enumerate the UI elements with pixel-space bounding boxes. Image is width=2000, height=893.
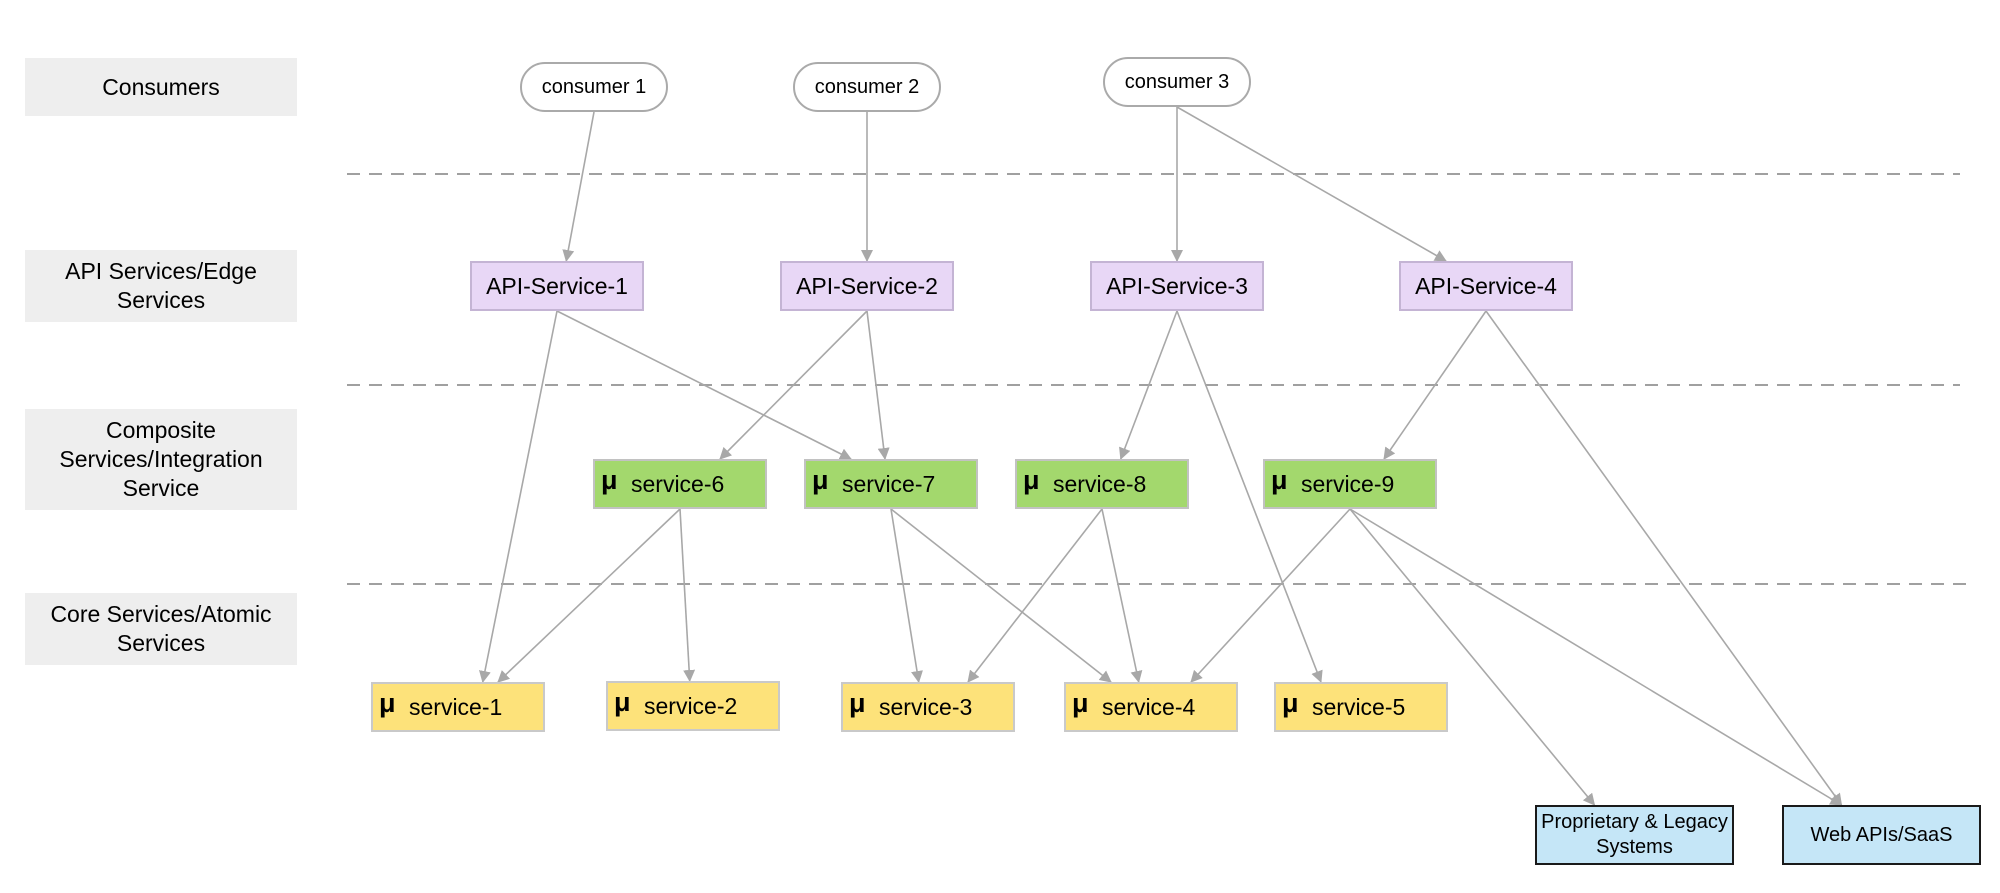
layer-label-text: API Services/Edge Services xyxy=(65,258,257,313)
service-label: service-2 xyxy=(644,693,738,719)
layer-label-consumers: Consumers xyxy=(25,58,297,116)
api-service-label: API-Service-4 xyxy=(1415,272,1557,299)
connector-arrow-a1-to-s1 xyxy=(479,310,558,683)
service-label: service-5 xyxy=(1312,694,1406,720)
connector-arrow-s6-to-s1 xyxy=(497,508,681,683)
api-service-3-node[interactable]: API-Service-3 xyxy=(1090,261,1264,311)
connector-arrow-s8-to-s3 xyxy=(967,508,1103,683)
layer-label-text: Core Services/Atomic Services xyxy=(50,601,272,656)
api-service-2-node[interactable]: API-Service-2 xyxy=(780,261,954,311)
connector-arrow-s9-to-s4 xyxy=(1190,508,1351,683)
api-service-label: API-Service-2 xyxy=(796,272,938,299)
layer-label-core-services: Core Services/Atomic Services xyxy=(25,593,297,665)
connector-arrow-s9-to-legacy xyxy=(1349,508,1596,806)
connector-arrow-a2-to-s7 xyxy=(866,310,890,460)
service-2-node[interactable]: μ service-2 xyxy=(606,681,780,731)
service-8-node[interactable]: μ service-8 xyxy=(1015,459,1189,509)
layer-label-composite-services: Composite Services/Integration Service xyxy=(25,409,297,510)
service-4-node[interactable]: μ service-4 xyxy=(1064,682,1238,732)
consumer-label: consumer 2 xyxy=(814,75,920,98)
connector-lines xyxy=(479,106,1843,806)
api-service-label: API-Service-1 xyxy=(486,272,628,299)
service-5-node[interactable]: μ service-5 xyxy=(1274,682,1448,732)
connector-arrow-a4-to-s9 xyxy=(1383,310,1487,460)
consumer-2-node[interactable]: consumer 2 xyxy=(793,62,941,112)
service-label: service-4 xyxy=(1102,694,1196,720)
connector-arrow-a1-to-s7 xyxy=(556,310,852,460)
microservice-icon: μ xyxy=(1271,465,1288,495)
layer-label-api-services: API Services/Edge Services xyxy=(25,250,297,322)
service-1-node[interactable]: μ service-1 xyxy=(371,682,545,732)
api-service-4-node[interactable]: API-Service-4 xyxy=(1399,261,1573,311)
connector-arrow-c1-to-a1 xyxy=(562,111,595,262)
connector-arrow-s7-to-s3 xyxy=(890,508,923,683)
service-label: service-3 xyxy=(879,694,973,720)
connector-arrow-a2-to-s6 xyxy=(719,310,868,460)
connector-arrow-s6-to-s2 xyxy=(679,508,696,682)
connector-arrow-s9-to-saas xyxy=(1349,508,1843,806)
microservice-icon: μ xyxy=(1282,688,1299,718)
microservice-icon: μ xyxy=(812,465,829,495)
microservice-icon: μ xyxy=(614,687,631,717)
api-service-1-node[interactable]: API-Service-1 xyxy=(470,261,644,311)
microservice-icon: μ xyxy=(1072,688,1089,718)
web-apis-saas-node[interactable]: Web APIs/SaaS xyxy=(1782,805,1981,865)
service-label: service-9 xyxy=(1301,471,1395,497)
service-label: service-8 xyxy=(1053,471,1147,497)
service-label: service-6 xyxy=(631,471,725,497)
service-label: service-1 xyxy=(409,694,503,720)
connector-arrow-a4-to-saas xyxy=(1485,310,1843,806)
microservice-icon: μ xyxy=(379,688,396,718)
consumer-label: consumer 3 xyxy=(1124,70,1230,93)
consumer-1-node[interactable]: consumer 1 xyxy=(520,62,668,112)
api-service-label: API-Service-3 xyxy=(1106,272,1248,299)
connector-arrow-a3-to-s5 xyxy=(1176,310,1323,683)
layer-separators xyxy=(347,173,1972,585)
service-7-node[interactable]: μ service-7 xyxy=(804,459,978,509)
consumer-label: consumer 1 xyxy=(541,75,647,98)
microservice-icon: μ xyxy=(1023,465,1040,495)
service-3-node[interactable]: μ service-3 xyxy=(841,682,1015,732)
external-system-label: Proprietary & Legacy Systems xyxy=(1541,811,1728,858)
layer-label-text: Consumers xyxy=(102,73,220,100)
service-6-node[interactable]: μ service-6 xyxy=(593,459,767,509)
connector-arrow-s7-to-s4 xyxy=(890,508,1112,683)
service-label: service-7 xyxy=(842,471,936,497)
layer-label-text: Composite Services/Integration Service xyxy=(59,417,263,501)
connector-arrow-s8-to-s4 xyxy=(1101,508,1143,683)
connector-arrow-c3-to-a4 xyxy=(1176,106,1447,262)
legacy-systems-node[interactable]: Proprietary & Legacy Systems xyxy=(1535,805,1734,865)
microservice-icon: μ xyxy=(849,688,866,718)
service-9-node[interactable]: μ service-9 xyxy=(1263,459,1437,509)
consumer-3-node[interactable]: consumer 3 xyxy=(1103,57,1251,107)
external-system-label: Web APIs/SaaS xyxy=(1810,823,1953,846)
microservice-icon: μ xyxy=(601,465,618,495)
connector-arrow-a3-to-s8 xyxy=(1119,310,1178,460)
